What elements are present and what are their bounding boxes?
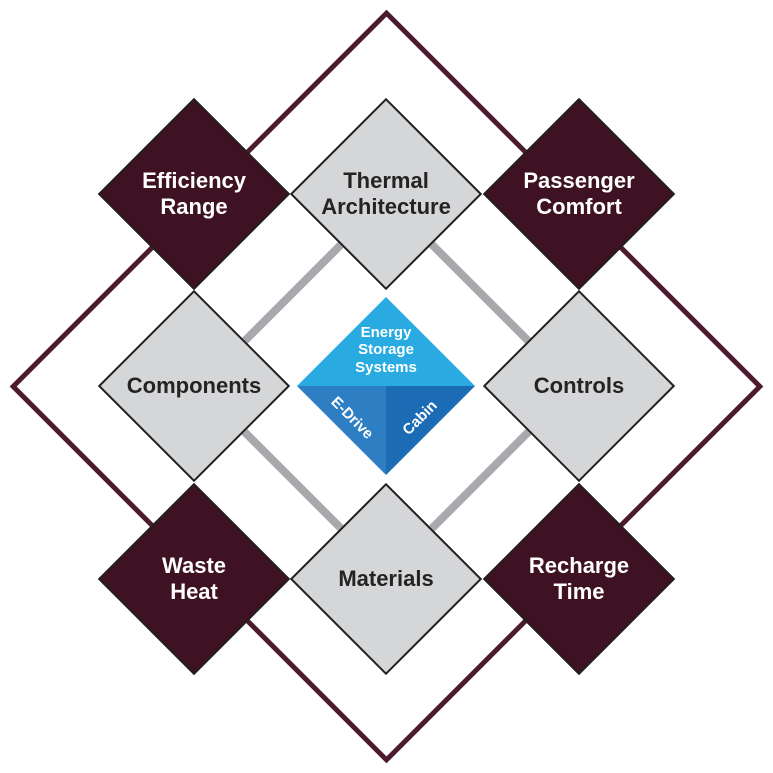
node-label: Efficiency Range [109, 168, 279, 220]
node-label: Passenger Comfort [494, 168, 664, 220]
node-label-line: Waste [162, 553, 226, 579]
node-label: Recharge Time [494, 553, 664, 605]
node-label-line: Recharge [528, 553, 630, 579]
node-label-line: Architecture [321, 194, 451, 219]
node-label-line: Time [553, 579, 605, 604]
edrive-triangle [297, 386, 386, 475]
node-label-line: Range [160, 194, 228, 219]
energy-storage-label: Energy Storage Systems [336, 324, 436, 376]
energy-storage-label-line: Energy [360, 324, 412, 341]
node-label-line: Materials [338, 566, 434, 592]
energy-storage-label-line: Systems [355, 358, 417, 376]
cabin-triangle [386, 386, 475, 475]
node-label: Controls [494, 373, 664, 399]
node-label-line: Comfort [536, 194, 622, 219]
node-label-line: Thermal [343, 168, 429, 194]
node-label-line: Heat [170, 579, 218, 604]
energy-storage-label-line: Storage [358, 341, 414, 359]
node-label-line: Controls [533, 373, 625, 399]
node-label-line: Efficiency [142, 168, 246, 194]
node-label: Thermal Architecture [301, 168, 471, 220]
node-label-line: Passenger [523, 168, 635, 194]
node-label-line: Components [126, 373, 262, 399]
energy-storage-triangle [297, 297, 475, 386]
node-label: Waste Heat [109, 553, 279, 605]
center-diamond: Energy Storage Systems E-Drive Cabin [296, 296, 476, 476]
center-diamond-shape [297, 297, 475, 475]
node-label: Materials [301, 566, 471, 592]
node-label: Components [109, 373, 279, 399]
